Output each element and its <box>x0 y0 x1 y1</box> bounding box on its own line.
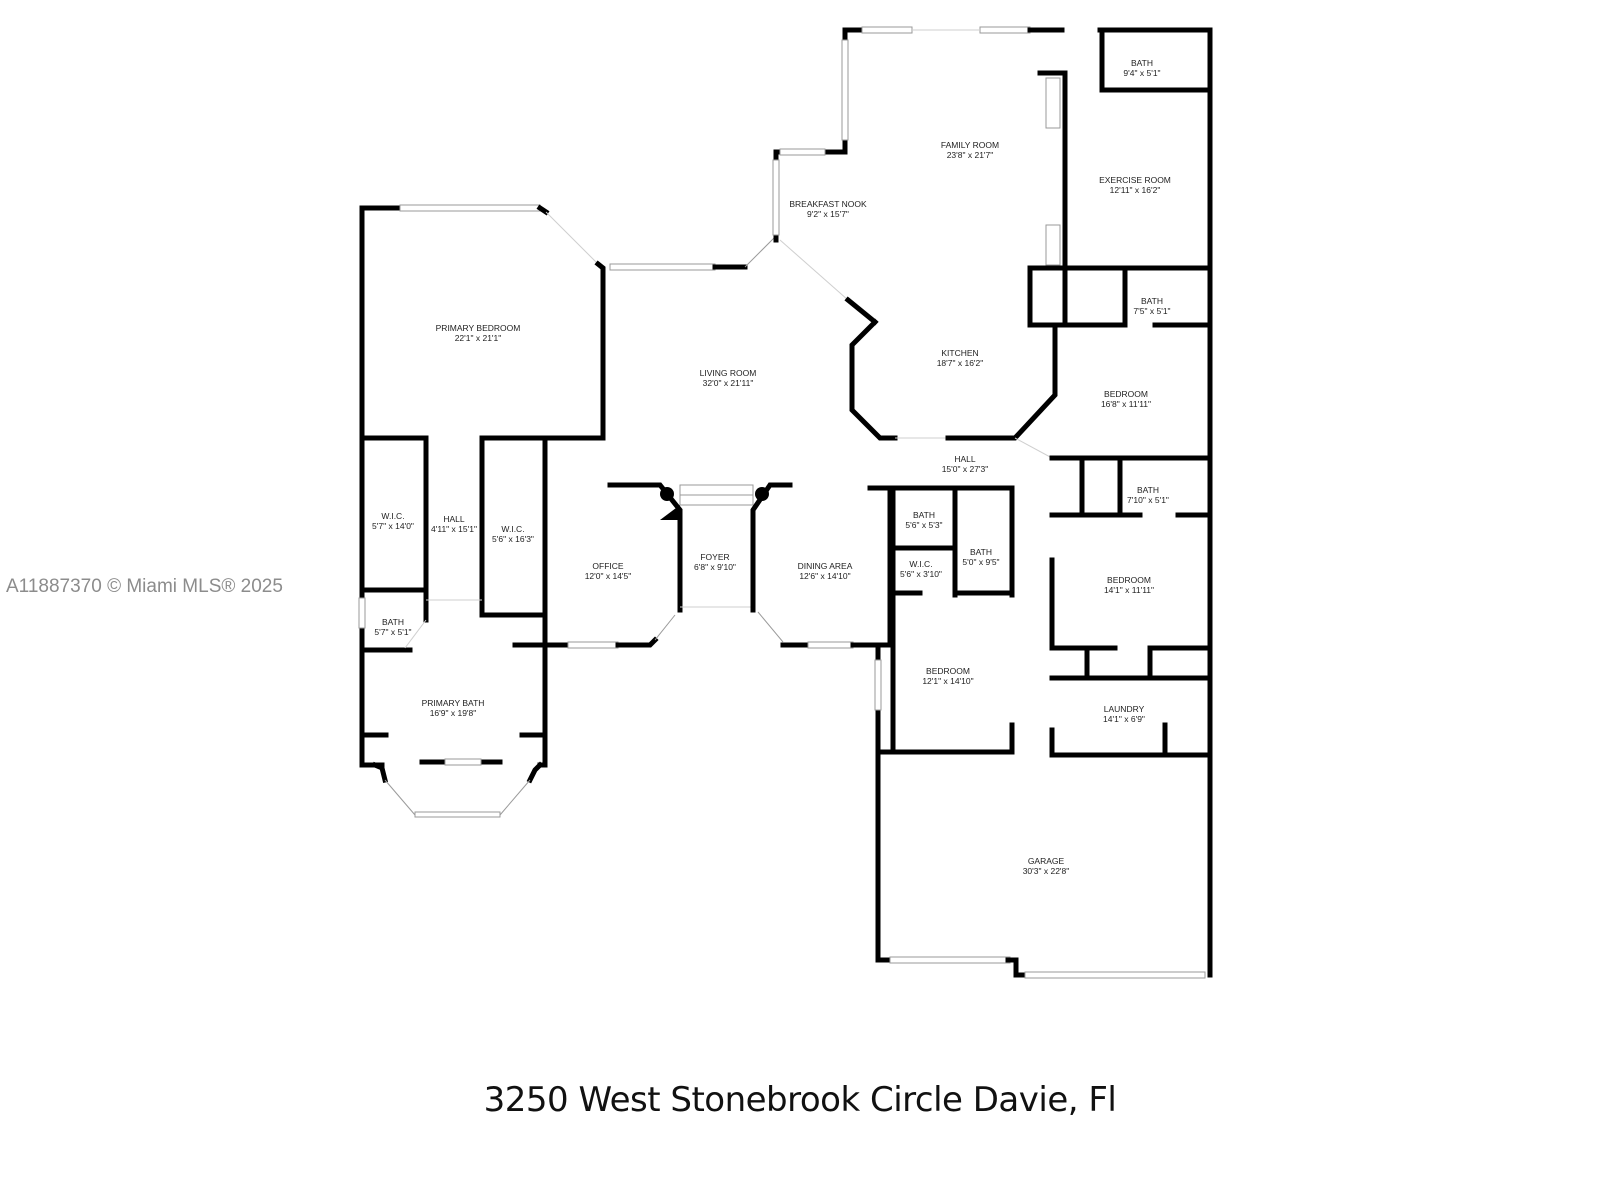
svg-text:23'8" x 21'7": 23'8" x 21'7" <box>947 150 994 160</box>
svg-text:6'8" x 9'10": 6'8" x 9'10" <box>694 562 736 572</box>
room-bedroom-ne: BEDROOM <box>1104 389 1148 399</box>
room-bath-primary-small: BATH <box>382 617 404 627</box>
room-bedroom-s: BEDROOM <box>926 666 970 676</box>
room-kitchen: KITCHEN <box>941 348 978 358</box>
living-front-walls <box>542 236 893 649</box>
room-family-room: FAMILY ROOM <box>941 140 999 150</box>
svg-text:5'7" x 5'1": 5'7" x 5'1" <box>374 627 411 637</box>
room-bath-exercise: BATH <box>1141 296 1163 306</box>
east-wing-walls <box>867 455 1213 979</box>
room-bath-hall-a: BATH <box>913 510 935 520</box>
svg-text:9'2" x 15'7": 9'2" x 15'7" <box>807 209 849 219</box>
north-walls <box>772 26 1213 978</box>
svg-text:18'7" x 16'2": 18'7" x 16'2" <box>937 358 984 368</box>
room-wic-right: W.I.C. <box>501 524 524 534</box>
room-hall-main: HALL <box>954 454 976 464</box>
svg-text:14'1" x 11'11": 14'1" x 11'11" <box>1104 585 1154 595</box>
room-bath-top: BATH <box>1131 58 1153 68</box>
svg-text:30'3" x 22'8": 30'3" x 22'8" <box>1023 866 1070 876</box>
svg-text:15'0" x 27'3": 15'0" x 27'3" <box>942 464 989 474</box>
svg-text:5'7" x 14'0": 5'7" x 14'0" <box>372 521 414 531</box>
svg-text:32'0" x 21'11": 32'0" x 21'11" <box>703 378 754 388</box>
svg-text:12'6" x 14'10": 12'6" x 14'10" <box>799 571 850 581</box>
svg-text:9'4" x 5'1": 9'4" x 5'1" <box>1123 68 1160 78</box>
svg-text:22'1" x 21'1": 22'1" x 21'1" <box>455 333 502 343</box>
room-office: OFFICE <box>592 561 623 571</box>
room-living-room: LIVING ROOM <box>700 368 757 378</box>
mls-watermark: A11887370 © Miami MLS® 2025 <box>6 576 283 597</box>
svg-text:12'0" x 14'5": 12'0" x 14'5" <box>585 571 632 581</box>
svg-text:5'0" x 9'5": 5'0" x 9'5" <box>962 557 999 567</box>
room-dining-area: DINING AREA <box>798 561 853 571</box>
room-garage: GARAGE <box>1028 856 1065 866</box>
room-primary-bedroom: PRIMARY BEDROOM <box>436 323 521 333</box>
svg-text:12'1" x 14'10": 12'1" x 14'10" <box>922 676 973 686</box>
svg-text:16'8" x 11'11": 16'8" x 11'11" <box>1101 399 1151 409</box>
room-exercise-room: EXERCISE ROOM <box>1099 175 1171 185</box>
svg-text:5'6" x 16'3": 5'6" x 16'3" <box>492 534 534 544</box>
room-hall-primary: HALL <box>443 514 465 524</box>
room-bath-hall-b: BATH <box>970 547 992 557</box>
room-breakfast-nook: BREAKFAST NOOK <box>789 199 867 209</box>
room-wic-left: W.I.C. <box>381 511 404 521</box>
room-primary-bath: PRIMARY BATH <box>422 698 485 708</box>
svg-text:7'5" x 5'1": 7'5" x 5'1" <box>1133 306 1170 316</box>
svg-text:14'1" x 6'9": 14'1" x 6'9" <box>1103 714 1145 724</box>
primary-wing-walls <box>358 204 606 818</box>
svg-text:5'6" x 5'3": 5'6" x 5'3" <box>905 520 942 530</box>
svg-text:16'9" x 19'8": 16'9" x 19'8" <box>430 708 477 718</box>
room-labels: PRIMARY BEDROOM 22'1" x 21'1" W.I.C. 5'7… <box>372 58 1171 876</box>
svg-text:7'10" x 5'1": 7'10" x 5'1" <box>1127 495 1169 505</box>
svg-text:4'11" x 15'1": 4'11" x 15'1" <box>431 524 477 534</box>
svg-text:5'6" x 3'10": 5'6" x 3'10" <box>900 569 942 579</box>
room-laundry: LAUNDRY <box>1104 704 1145 714</box>
svg-text:12'11" x 16'2": 12'11" x 16'2" <box>1110 185 1161 195</box>
room-bedroom-e: BEDROOM <box>1107 575 1151 585</box>
room-wic-hall: W.I.C. <box>909 559 932 569</box>
room-foyer: FOYER <box>700 552 729 562</box>
room-bath-east: BATH <box>1137 485 1159 495</box>
property-address: 3250 West Stonebrook Circle Davie, Fl <box>483 1080 1117 1120</box>
